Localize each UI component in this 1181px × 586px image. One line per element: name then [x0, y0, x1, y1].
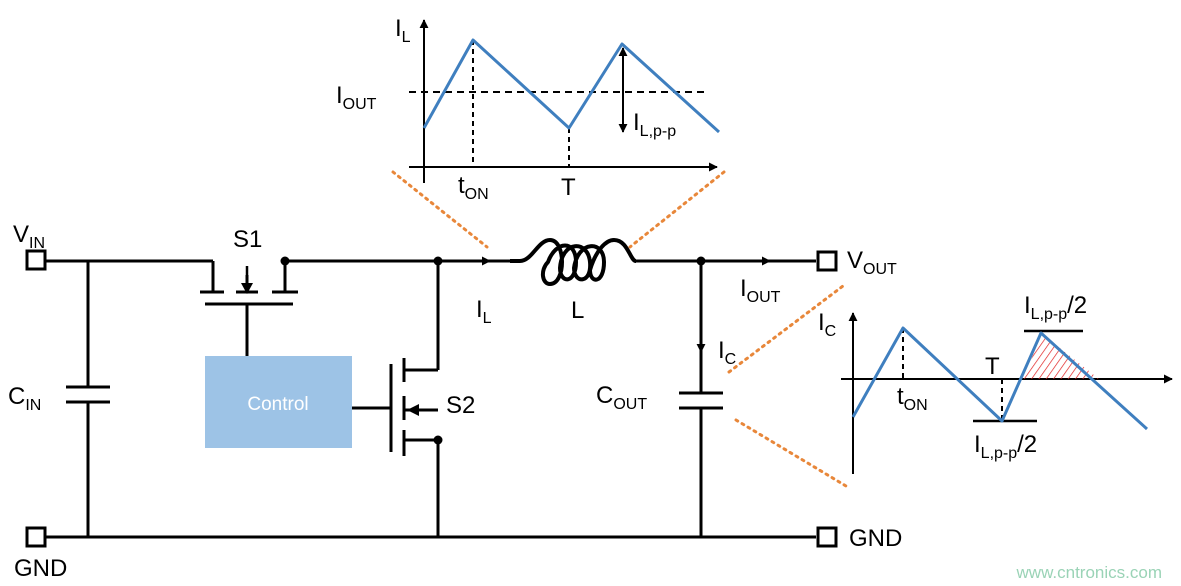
il-waveform	[422, 38, 721, 134]
cout-label: COUT	[596, 382, 647, 413]
vin-label: VIN	[13, 221, 45, 252]
il-graph-period-label: T	[561, 174, 576, 201]
zoom-lines	[391, 170, 848, 488]
inductor-coil	[510, 237, 637, 287]
iout-wire-label: IOUT	[740, 275, 781, 306]
il-graph: IL IOUT IL,p-p tON T	[336, 15, 721, 203]
s2-mosfet	[352, 358, 438, 456]
control-label: Control	[247, 394, 308, 415]
s2-label: S2	[446, 392, 475, 419]
il-wire-label: IL	[476, 296, 492, 327]
cin-capacitor	[66, 385, 110, 404]
ic-waveform	[851, 326, 1149, 431]
ic-graph-ripple-bottom-label: IL,p-p/2	[974, 431, 1037, 462]
cout-capacitor	[679, 391, 723, 410]
il-graph-ton-label: tON	[458, 172, 489, 203]
inductor-label: L	[571, 297, 584, 324]
control-block: Control	[205, 356, 352, 448]
gnd-left-terminal	[25, 526, 47, 548]
gnd-left-label: GND	[14, 555, 67, 582]
il-graph-ripple-label: IL,p-p	[633, 109, 676, 140]
il-graph-ylabel: IL	[395, 15, 411, 46]
vout-label: VOUT	[847, 247, 897, 278]
vout-terminal	[816, 250, 838, 272]
s1-label: S1	[233, 226, 262, 253]
terminals	[25, 249, 838, 548]
s1-body-arrow	[241, 283, 253, 294]
s2-body-arrow	[407, 404, 419, 416]
gnd-right-terminal	[816, 526, 838, 548]
ic-wire-label: IC	[718, 337, 736, 368]
ic-graph-period-label: T	[985, 353, 1000, 380]
circuit-wires	[46, 259, 816, 539]
gnd-right-label: GND	[849, 525, 902, 552]
cin-label: CIN	[8, 383, 41, 414]
ic-graph-ton-label: tON	[897, 383, 928, 414]
ic-graph-ylabel: IC	[818, 309, 836, 340]
ic-charge-area	[1024, 333, 1099, 379]
watermark: www.cntronics.com	[1016, 563, 1162, 582]
ic-graph: IC tON T IL,p-p/2 IL,p-p/2	[818, 292, 1173, 474]
il-graph-iout-label: IOUT	[336, 82, 377, 113]
ic-graph-ripple-top-label: IL,p-p/2	[1024, 292, 1087, 323]
s1-mosfet	[200, 261, 298, 356]
vin-terminal	[25, 249, 47, 271]
